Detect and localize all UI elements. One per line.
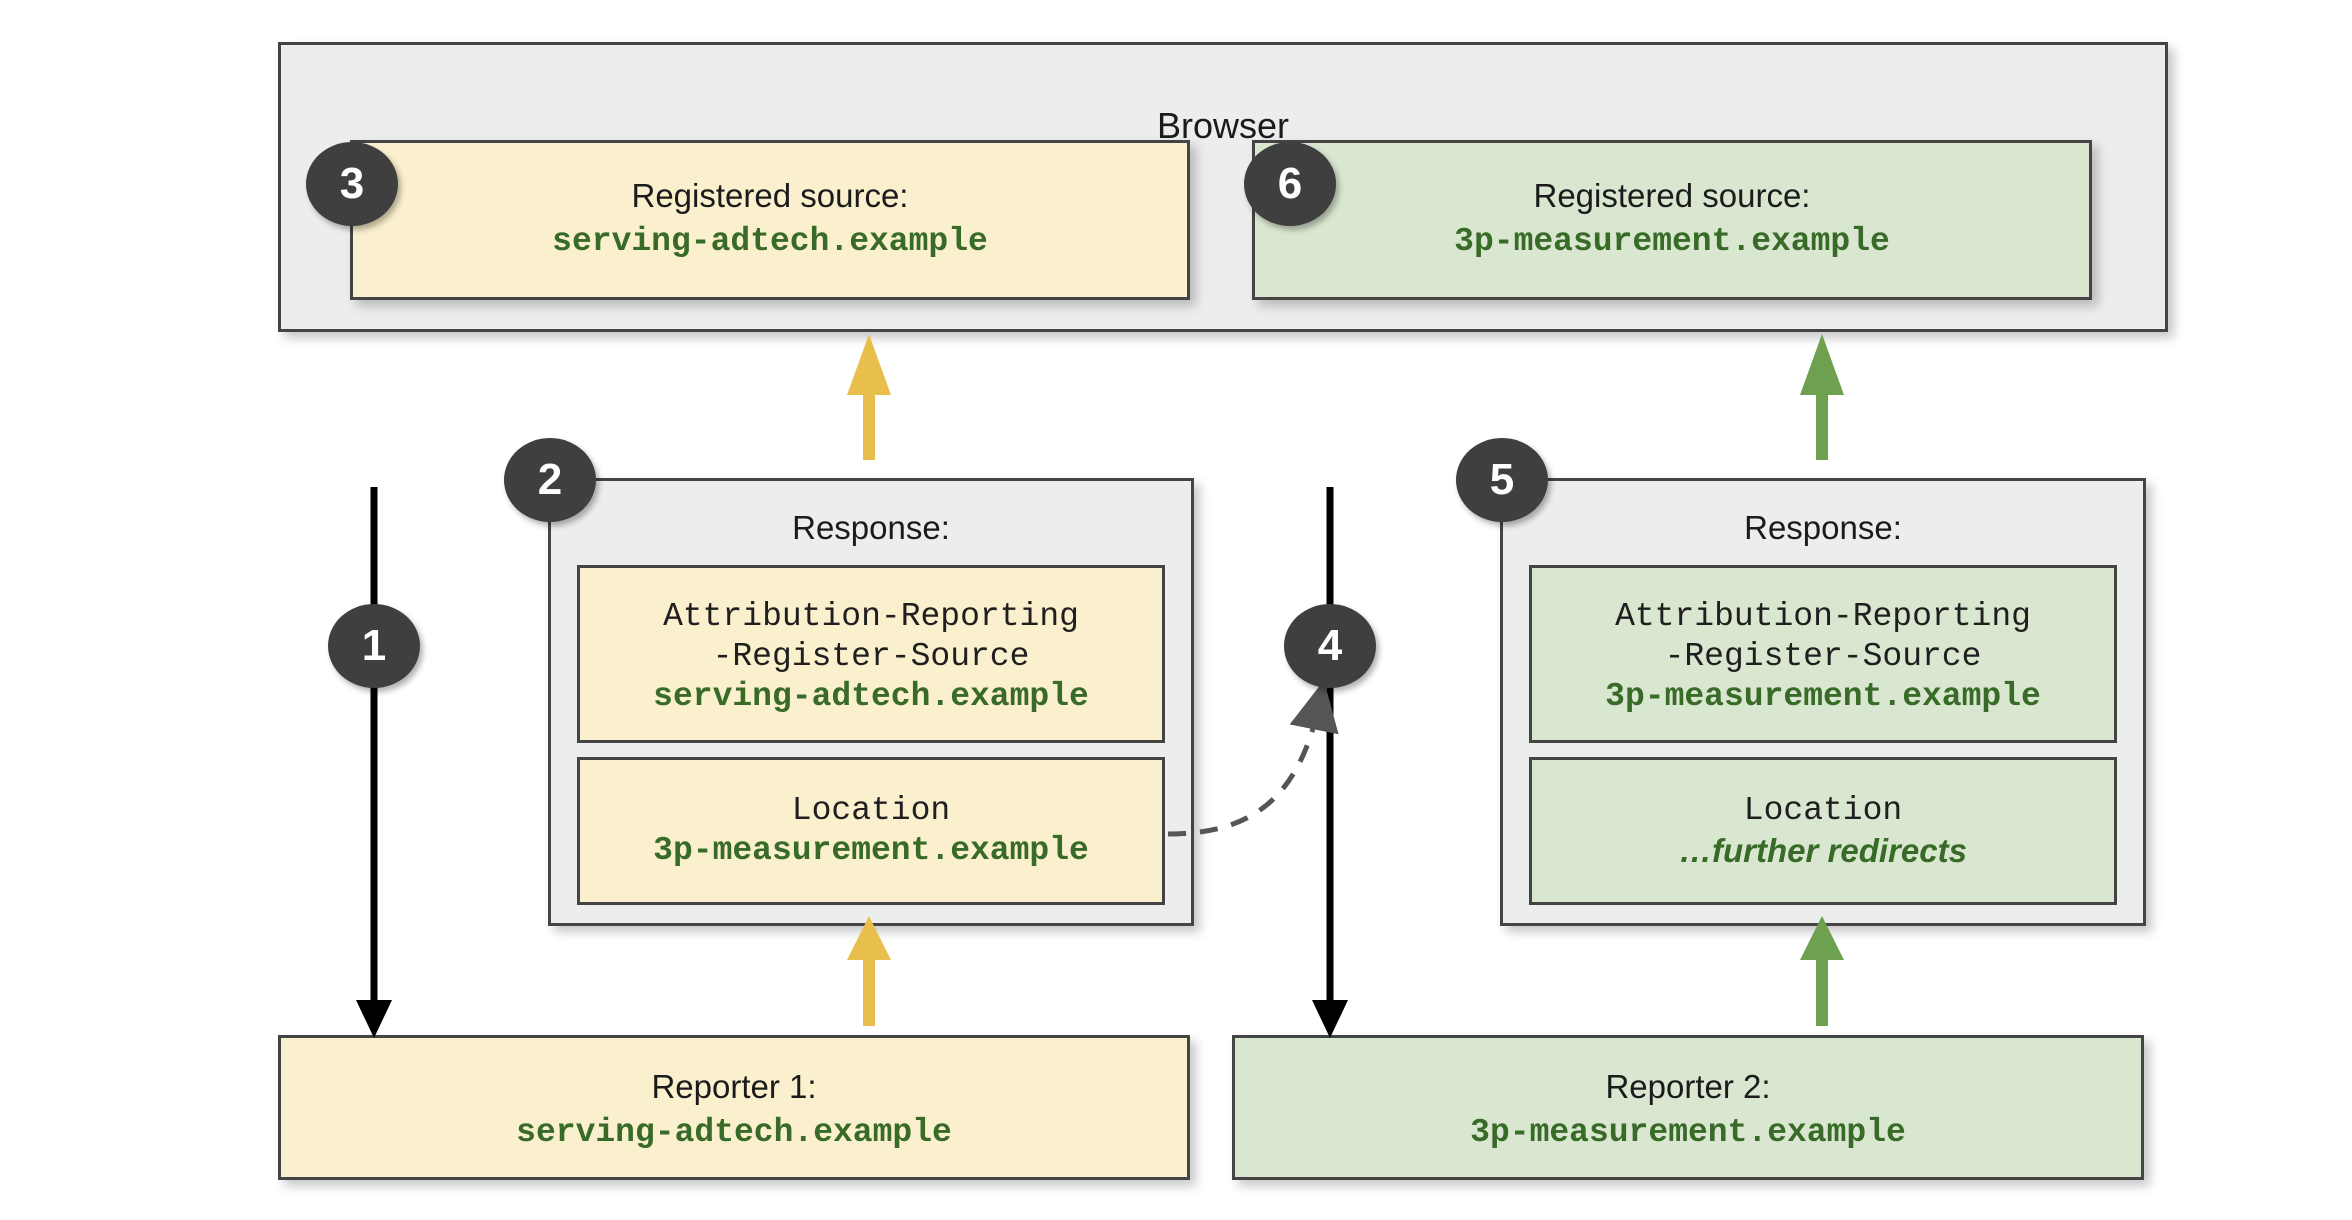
step-badge-5: 5 (1456, 438, 1548, 522)
step-badge-3: 3 (306, 142, 398, 226)
yellow-arrow-up-upper (847, 334, 891, 460)
header-name-line2-2-1: -Register-Source (1664, 638, 1982, 675)
response-panel-1: Response: Attribution-Reporting -Registe… (548, 478, 1194, 926)
reporter-caption-1: Reporter 1: (651, 1068, 817, 1105)
response-header-card-1-2: Location 3p-measurement.example (577, 757, 1165, 905)
flow-arrow-4 (1312, 487, 1348, 1038)
flow-arrow-1 (356, 487, 392, 1038)
header-name-line2-1-1: -Register-Source (712, 638, 1030, 675)
header-value-1-2: 3p-measurement.example (653, 832, 1089, 869)
yellow-arrow-up-lower (847, 916, 891, 1026)
registered-source-card-1: Registered source: serving-adtech.exampl… (350, 140, 1190, 300)
header-value-2-2: …further redirects (1679, 832, 1967, 869)
header-name-line1-1-1: Attribution-Reporting (663, 598, 1079, 635)
header-name-line1-2-2: Location (1743, 792, 1903, 829)
green-arrow-up-lower (1800, 916, 1844, 1026)
response-header-card-1-1: Attribution-Reporting -Register-Source s… (577, 565, 1165, 743)
reporter-value-1: serving-adtech.example (516, 1114, 952, 1151)
response-header-card-2-2: Location …further redirects (1529, 757, 2117, 905)
step-badge-4: 4 (1284, 604, 1376, 688)
response-title-2: Response: (1744, 509, 1902, 546)
registered-source-value-1: serving-adtech.example (552, 223, 988, 260)
green-arrow-up-upper (1800, 334, 1844, 460)
registered-source-caption-1: Registered source: (631, 177, 909, 214)
header-name-line1-2-1: Attribution-Reporting (1615, 598, 2031, 635)
reporter-value-2: 3p-measurement.example (1470, 1114, 1906, 1151)
response-title-1: Response: (792, 509, 950, 546)
header-value-2-1: 3p-measurement.example (1605, 678, 2041, 715)
reporter-caption-2: Reporter 2: (1605, 1068, 1771, 1105)
browser-title: Browser (1156, 105, 1290, 146)
step-badge-1: 1 (328, 604, 420, 688)
reporter-card-2: Reporter 2: 3p-measurement.example (1232, 1035, 2144, 1180)
header-value-1-1: serving-adtech.example (653, 678, 1089, 715)
reporter-card-1: Reporter 1: serving-adtech.example (278, 1035, 1190, 1180)
step-badge-6: 6 (1244, 142, 1336, 226)
response-header-card-2-1: Attribution-Reporting -Register-Source 3… (1529, 565, 2117, 743)
registered-source-caption-2: Registered source: (1533, 177, 1811, 214)
registered-source-card-2: Registered source: 3p-measurement.exampl… (1252, 140, 2092, 300)
header-name-line1-1-2: Location (791, 792, 951, 829)
registered-source-value-2: 3p-measurement.example (1454, 223, 1890, 260)
step-badge-2: 2 (504, 438, 596, 522)
response-panel-2: Response: Attribution-Reporting -Registe… (1500, 478, 2146, 926)
